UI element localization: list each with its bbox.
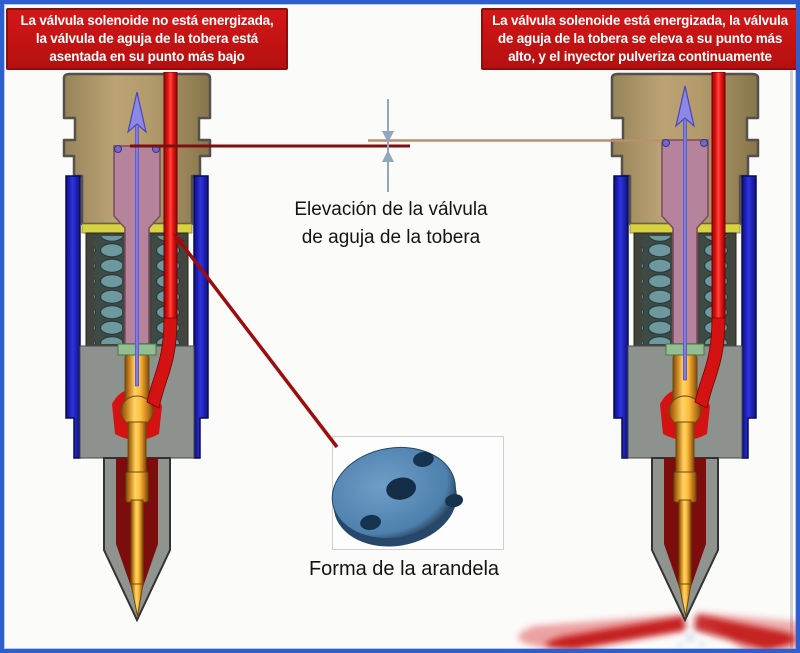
banner-deenergized: La válvula solenoide no está energizada,… [6, 8, 288, 70]
frame-inner-shadow [790, 66, 793, 649]
fuel-line-red [694, 72, 726, 409]
fuel-line-red [146, 72, 178, 409]
injector-left-cross-section [62, 72, 212, 623]
arrow-down-icon [382, 131, 394, 143]
valve-seat-knob-right [152, 145, 160, 153]
valve-seat-knob-left [662, 139, 670, 147]
washer-center-hole [386, 477, 417, 500]
solenoid-arrow-icon [127, 91, 147, 387]
banner-deenergized-text: La válvula solenoide no está energizada,… [20, 13, 274, 64]
washer-hole [445, 494, 464, 508]
arrow-up-icon [382, 150, 394, 162]
banner-energized: La válvula solenoide está energizada, la… [481, 8, 796, 70]
washer-label: Forma de la arandela [308, 558, 500, 580]
injector-sleeve-blue [613, 175, 757, 459]
fuel-spray-icon [518, 612, 796, 649]
valve-seat-knob-left [114, 145, 122, 153]
washer-disc-icon [331, 446, 464, 547]
spring-coil-left [94, 236, 122, 344]
spring-coil-left [642, 236, 670, 344]
elevation-label: Elevación de la válvula de aguja de la t… [294, 199, 488, 248]
washer-hole [413, 451, 434, 467]
solenoid-arrow-icon [675, 85, 695, 381]
washer-hole [360, 514, 382, 531]
needle-valve-gold [668, 354, 702, 617]
injector-right-cross-section [610, 72, 760, 623]
valve-seat-knob-right [700, 139, 708, 147]
needle-valve-gold [120, 354, 154, 617]
banner-energized-text: La válvula solenoide está energizada, la… [492, 13, 788, 64]
